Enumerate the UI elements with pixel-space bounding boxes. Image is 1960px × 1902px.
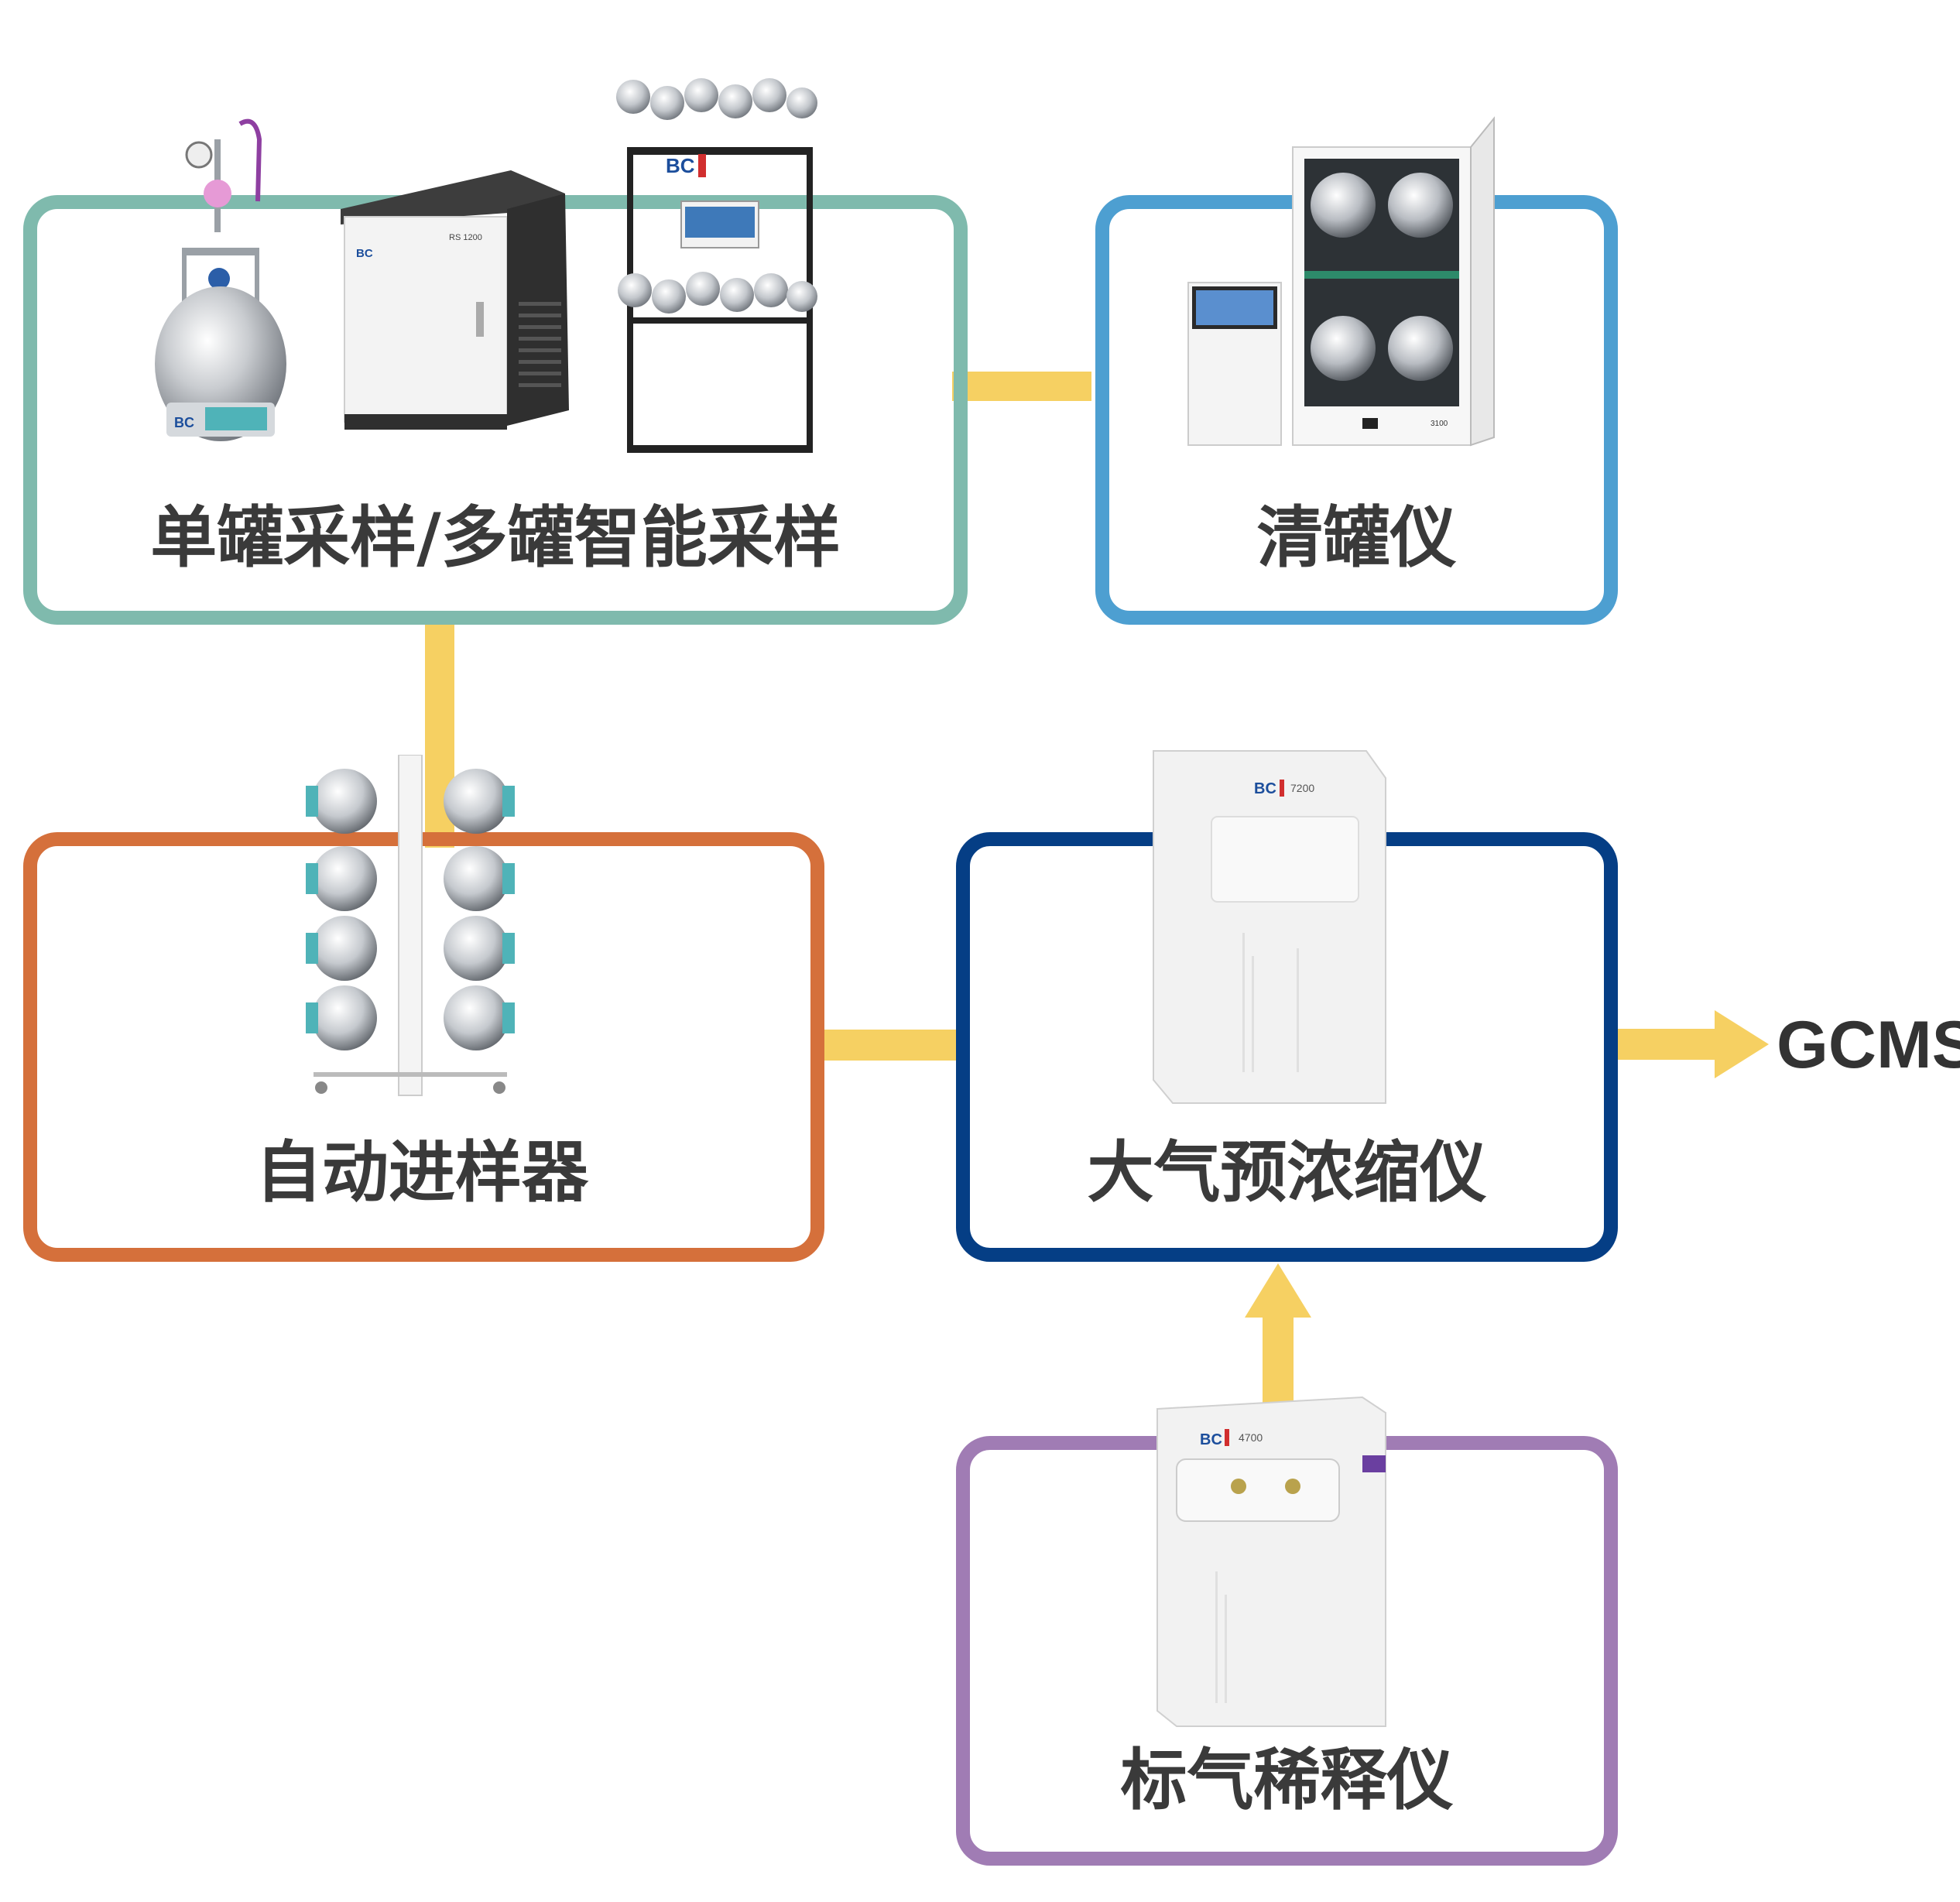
node-label-diluter: 标气稀释仪 — [1120, 1742, 1454, 1819]
instrument-icon: BC 7200 — [1153, 750, 1386, 1104]
svg-text:BC: BC — [666, 154, 695, 177]
node-label-autosampler: 自动进样器 — [255, 1134, 588, 1211]
gcms-label: GCMS — [1777, 1008, 1960, 1082]
arrow-right-icon — [1614, 1010, 1769, 1078]
svg-text:BC: BC — [356, 247, 373, 260]
svg-text:BC: BC — [174, 415, 194, 430]
cabinet-icon: BC RS 1200 — [341, 170, 569, 430]
node-label-preconcentrator: 大气预浓缩仪 — [1087, 1134, 1487, 1211]
node-box-diluter — [956, 1436, 1618, 1866]
rack-icon: BC — [616, 78, 817, 453]
cleaner-oven-icon: 3100 — [1187, 116, 1495, 447]
svg-text:BC: BC — [1254, 780, 1276, 797]
diluter-model-text: 4700 — [1239, 1431, 1263, 1444]
rs-model-text: RS 1200 — [449, 233, 482, 242]
canister-icon: BC — [155, 118, 286, 441]
connector-autosampler-preconcentrator — [813, 1030, 968, 1061]
arrow-up-icon — [1245, 1263, 1311, 1414]
connector-sampling-cleaner — [952, 372, 1091, 401]
instrument-icon: BC 4700 — [1156, 1396, 1386, 1727]
node-box-autosampler — [23, 832, 824, 1262]
svg-text:BC: BC — [1200, 1431, 1222, 1448]
node-label-sampling: 单罐采样/多罐智能采样 — [150, 499, 841, 577]
cleaner-model-text: 3100 — [1431, 420, 1448, 428]
preconcentrator-model-text: 7200 — [1290, 782, 1314, 794]
node-label-cleaner: 清罐仪 — [1256, 499, 1457, 577]
autosampler-tower-icon — [306, 755, 515, 1096]
